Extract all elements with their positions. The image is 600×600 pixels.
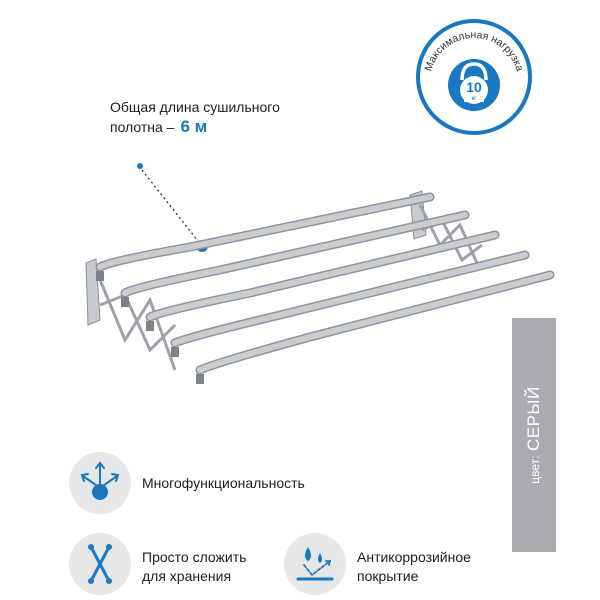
- length-caption: Общая длина сушильного полотна –6 м: [110, 98, 330, 137]
- feature-multifunctional: Многофункциональность: [142, 475, 305, 491]
- feature-anticorrosion: Антикоррозийное покрытие: [357, 549, 471, 584]
- color-name: СЕРЫЙ: [524, 386, 543, 452]
- color-label: цвет: СЕРЫЙ: [512, 318, 556, 552]
- feature-fold: Просто сложить для хранения: [142, 549, 247, 584]
- drops-icon: [284, 533, 346, 595]
- scissors-icon: [69, 533, 131, 595]
- badge-unit: кг: [472, 96, 478, 102]
- kettlebell-icon: [460, 62, 488, 104]
- length-value: 6 м: [180, 117, 208, 136]
- drying-rack-image: [70, 175, 570, 405]
- arrows-icon: [69, 452, 131, 514]
- max-load-badge: Максимальная нагрузка 10 кг: [415, 18, 533, 136]
- badge-value: 10: [466, 79, 482, 95]
- length-text: Общая длина сушильного полотна –: [110, 99, 280, 135]
- color-prefix: цвет:: [528, 455, 542, 484]
